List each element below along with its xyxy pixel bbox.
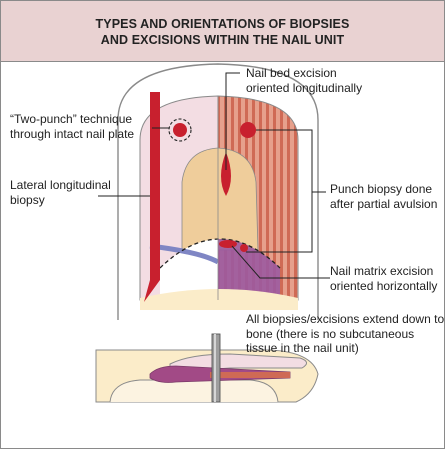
cuticle-area [140,289,298,310]
leader-punch-avulsion [246,129,326,253]
title-line-2: AND EXCISIONS WITHIN THE NAIL UNIT [100,33,345,47]
lunula-region [181,147,259,251]
nail-matrix-region [218,239,280,296]
lateral-biopsy-strip [144,92,160,302]
leader-probe [220,332,240,350]
bed-punch-dot [240,122,256,138]
nail-bed-excision [221,152,231,196]
leader-nail-bed-excision [225,72,240,170]
matrix-excision [219,240,237,248]
label-punch-after-avulsion: Punch biopsy done after partial avulsion [330,182,438,211]
label-nail-bed-excision: Nail bed excision oriented longitudinall… [246,66,363,95]
proximal-fold-white [160,239,218,296]
two-punch-dashed-ring [168,118,192,142]
title-line-1: TYPES AND ORIENTATIONS OF BIOPSIES [95,17,350,31]
matrix-punch-dot [240,244,248,252]
leader-matrix-excision [231,245,330,279]
label-lateral-longitudinal: Lateral longitudinal biopsy [10,178,111,207]
label-nail-matrix-excision: Nail matrix excision oriented horizontal… [330,264,438,293]
section-bed [210,372,290,378]
bone-outline [109,379,279,403]
title-banner: TYPES AND ORIENTATIONS OF BIOPSIES AND E… [1,1,444,62]
label-extend-to-bone: All biopsies/excisions extend down to bo… [246,312,445,355]
two-punch-dot [173,123,187,137]
label-two-punch: “Two-punch” technique through intact nai… [10,112,135,141]
